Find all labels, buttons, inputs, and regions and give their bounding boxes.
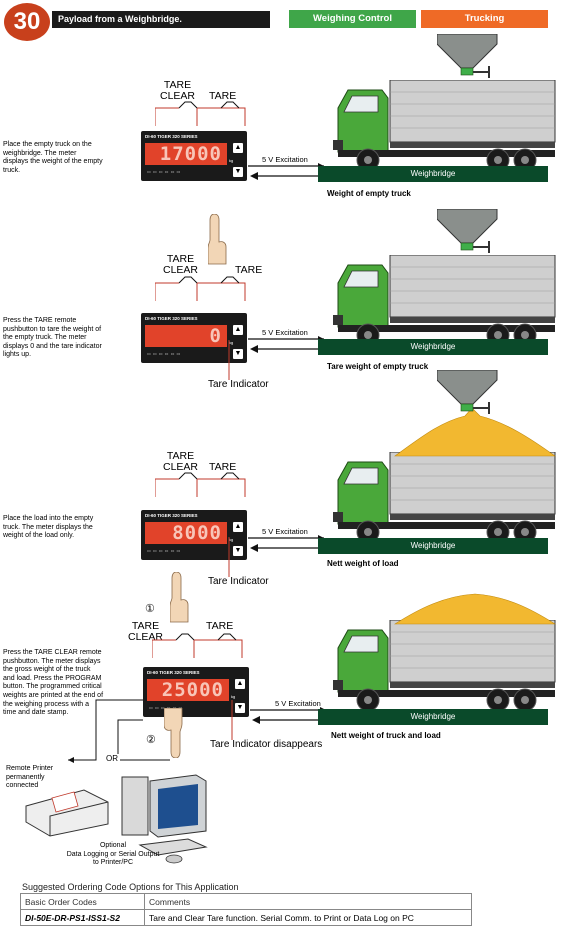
meter-keypad: ▭ ▭ ▭ ▭ ▭ ▭ <box>149 705 183 710</box>
step-4-finger-icon <box>170 572 189 623</box>
down-arrow-icon: ▼ <box>233 167 243 177</box>
step-4-loaded-truck <box>332 620 556 712</box>
step-3-signal-arrows <box>248 535 328 552</box>
step-3-caption: Nett weight of load <box>327 559 399 568</box>
step-3-tare-indicator-label: Tare Indicator <box>208 576 269 587</box>
step-1-excitation-label: 5 V Excitation <box>262 155 308 164</box>
up-arrow-icon: ▲ <box>233 522 243 532</box>
printer-label: Remote Printer permanently connected <box>6 765 54 789</box>
step-3-pushbutton-wiring <box>155 472 246 498</box>
step-1-tare-clear-label: TARE CLEAR <box>160 79 196 102</box>
down-arrow-icon: ▼ <box>233 349 243 359</box>
step-4-tare-label: TARE <box>206 620 234 632</box>
step-2-description: Press the TARE remote pushbutton to tare… <box>3 317 102 359</box>
meter-display: 17000 <box>145 143 227 165</box>
meter-keypad: ▭ ▭ ▭ ▭ ▭ ▭ <box>147 548 181 553</box>
step-4-weighbridge: Weighbridge <box>318 709 548 725</box>
step-3-indicator-pointer <box>228 537 230 577</box>
step-2-tare-indicator-label: Tare Indicator <box>208 379 269 390</box>
meter-keypad: ▭ ▭ ▭ ▭ ▭ ▭ <box>147 169 181 174</box>
step-2-finger-icon <box>208 214 227 265</box>
step-2-pushbutton-wiring <box>155 276 246 302</box>
step-1-empty-truck <box>332 80 556 172</box>
page-title: Payload from a Weighbridge. <box>52 11 270 28</box>
step-4-meter: DI-60 TIGER 320 SERIES 25000 kg ▲ ▼ ▭ ▭ … <box>143 667 249 717</box>
ordering-row: DI-50E-DR-PS1-ISS1-S2 Tare and Clear Tar… <box>20 909 472 926</box>
meter-keypad: ▭ ▭ ▭ ▭ ▭ ▭ <box>147 351 181 356</box>
up-arrow-icon: ▲ <box>235 679 245 689</box>
up-arrow-icon: ▲ <box>233 325 243 335</box>
computer-icon <box>121 774 208 864</box>
meter-unit: kg <box>229 158 234 163</box>
trucking-tab: Trucking <box>421 10 548 28</box>
step-4-pushbutton-wiring <box>152 633 243 659</box>
output-wiring <box>68 699 170 763</box>
step-1-caption: Weight of empty truck <box>327 189 411 198</box>
or-label: OR <box>104 754 120 763</box>
step-1-signal-arrows <box>248 163 328 180</box>
step-3-tare-clear-label: TARE CLEAR <box>163 450 199 473</box>
step-2-empty-truck <box>332 255 556 347</box>
step-2-caption: Tare weight of empty truck <box>327 362 429 371</box>
step-1-meter: DI-60 TIGER 320 SERIES 17000 kg ▲ ▼ ▭ ▭ … <box>141 131 247 181</box>
step-1-weighbridge: Weighbridge <box>318 166 548 182</box>
meter-series-label: DI-60 TIGER 320 SERIES <box>145 513 198 518</box>
step-4-marker-2: ② <box>146 734 156 746</box>
step-2-hopper <box>437 209 498 254</box>
step-2-excitation-label: 5 V Excitation <box>262 328 308 337</box>
col-code-header: Basic Order Codes <box>20 893 145 910</box>
step-2-meter: DI-60 TIGER 320 SERIES 0 kg ▲ ▼ ▭ ▭ ▭ ▭ … <box>141 313 247 363</box>
ordering-header-row: Basic Order Codes Comments <box>20 893 472 910</box>
step-4-tare-indicator-label: Tare Indicator disappears <box>210 739 323 750</box>
step-1-tare-label: TARE <box>209 90 237 102</box>
step-4-excitation-label: 5 V Excitation <box>275 699 321 708</box>
step-4-caption: Nett weight of truck and load <box>331 731 441 740</box>
meter-series-label: DI-60 TIGER 320 SERIES <box>145 134 198 139</box>
printer-icon <box>25 789 109 837</box>
weighing-control-tab: Weighing Control <box>289 10 416 28</box>
step-4-tare-clear-label: TARE CLEAR <box>128 620 164 643</box>
step-2-tare-label: TARE <box>235 264 263 276</box>
step-2-tare-clear-label: TARE CLEAR <box>163 253 199 276</box>
ordering-table: Basic Order Codes Comments DI-50E-DR-PS1… <box>20 893 472 926</box>
meter-display: 8000 <box>145 522 227 544</box>
step-3-weighbridge: Weighbridge <box>318 538 548 554</box>
meter-series-label: DI-60 TIGER 320 SERIES <box>145 316 198 321</box>
step-1-hopper <box>437 34 498 79</box>
section-number-badge: 30 <box>4 3 50 41</box>
down-arrow-icon: ▼ <box>233 546 243 556</box>
meter-unit: kg <box>229 340 234 345</box>
meter-display: 0 <box>145 325 227 347</box>
step-4-marker-1: ① <box>145 603 155 615</box>
order-code: DI-50E-DR-PS1-ISS1-S2 <box>20 909 145 926</box>
step-3-tare-label: TARE <box>209 461 237 473</box>
meter-display: 25000 <box>147 679 229 701</box>
step-3-meter: DI-60 TIGER 320 SERIES 8000 kg ▲ ▼ ▭ ▭ ▭… <box>141 510 247 560</box>
up-arrow-icon: ▲ <box>233 143 243 153</box>
down-arrow-icon: ▼ <box>235 703 245 713</box>
step-3-loaded-truck <box>332 452 556 544</box>
meter-unit: kg <box>231 694 236 699</box>
step-2-weighbridge: Weighbridge <box>318 339 548 355</box>
step-1-pushbutton-wiring <box>155 101 246 127</box>
step-2-indicator-pointer <box>228 340 230 380</box>
meter-series-label: DI-60 TIGER 320 SERIES <box>147 670 200 675</box>
ordering-heading: Suggested Ordering Code Options for This… <box>22 882 239 892</box>
step-3-hopper <box>437 370 498 415</box>
meter-unit: kg <box>229 537 234 542</box>
step-3-description: Place the load into the empty truck. The… <box>3 515 94 540</box>
order-comment: Tare and Clear Tare function. Serial Com… <box>144 909 472 926</box>
step-4-description: Press the TARE CLEAR remote pushbutton. … <box>3 649 104 717</box>
col-comments-header: Comments <box>144 893 472 910</box>
step-3-load-pile <box>394 408 556 457</box>
step-4-load-pile <box>393 593 557 625</box>
step-3-excitation-label: 5 V Excitation <box>262 527 308 536</box>
optional-output-label: Optional Data Logging or Serial Output t… <box>66 842 160 866</box>
step-4-indicator-pointer <box>231 700 233 740</box>
step-2-signal-arrows <box>248 336 328 353</box>
step-1-description: Place the empty truck on the weighbridge… <box>3 141 103 174</box>
